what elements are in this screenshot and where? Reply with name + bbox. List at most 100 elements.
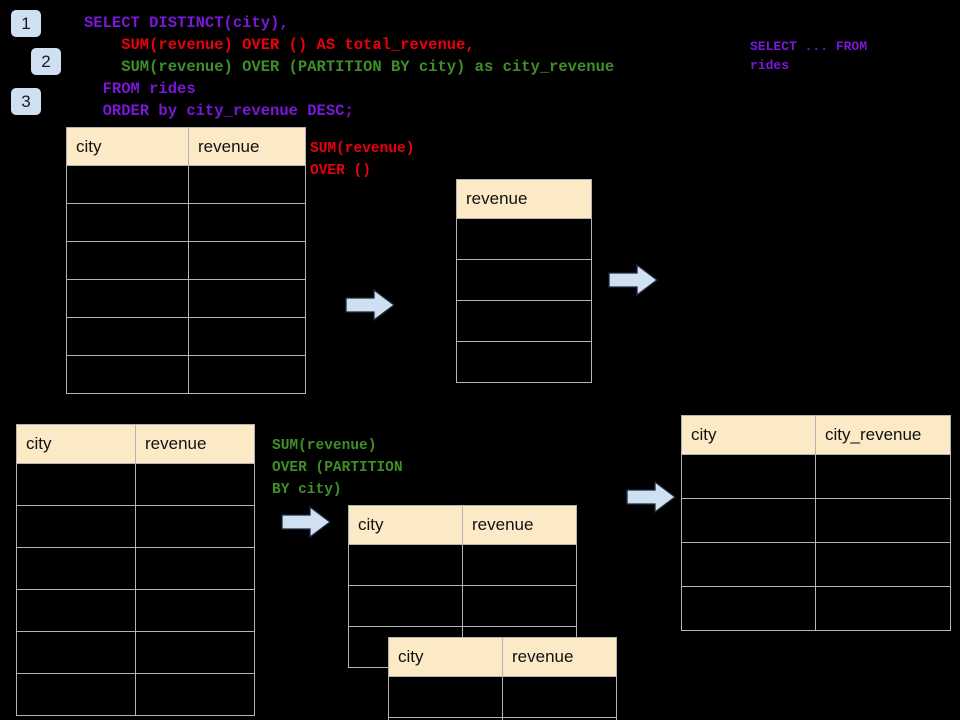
rides-source-table-partitioned: city revenue [16, 424, 255, 716]
table-cell [815, 498, 951, 543]
table-header-row: city revenue [388, 637, 617, 677]
partition-group-table-b: city revenue [388, 637, 617, 720]
table-header-row: city city_revenue [681, 415, 951, 455]
table-row [348, 544, 577, 586]
table-cell [16, 505, 136, 548]
step-badge-3: 3 [11, 88, 41, 115]
arrow-top-right [608, 263, 659, 297]
table-cell [348, 585, 463, 627]
table-cell [16, 463, 136, 506]
result-table: city city_revenue [681, 415, 951, 631]
arrow-top-left [345, 288, 396, 322]
table-row [681, 586, 951, 631]
table-cell [462, 585, 577, 627]
column-header-revenue: revenue [135, 424, 255, 464]
step-badge-2: 2 [31, 48, 61, 75]
table-header-row: city revenue [66, 127, 306, 166]
total-revenue-table: revenue [456, 179, 592, 383]
arrow-bottom-right [626, 480, 677, 514]
table-cell [188, 317, 306, 356]
table-cell [66, 203, 189, 242]
annotation-city-revenue: SUM(revenue) OVER (PARTITION BY city) [272, 438, 403, 498]
sql-line-total-revenue: SUM(revenue) OVER () AS total_revenue, [84, 36, 475, 54]
table-row [16, 631, 255, 674]
rides-source-table: city revenue [66, 127, 306, 394]
table-cell [135, 505, 255, 548]
table-row [456, 341, 592, 383]
table-cell [188, 279, 306, 318]
table-cell [456, 300, 592, 342]
table-row [348, 585, 577, 627]
table-row [16, 505, 255, 548]
table-cell [348, 544, 463, 586]
column-header-city: city [16, 424, 136, 464]
table-cell [815, 454, 951, 499]
annotation-total-revenue: SUM(revenue) OVER () [310, 141, 415, 179]
table-cell [681, 498, 816, 543]
table-row [681, 542, 951, 587]
table-row [456, 300, 592, 342]
table-cell [188, 165, 306, 204]
table-cell [681, 454, 816, 499]
column-header-city: city [388, 637, 503, 677]
sql-line-from-rides: FROM rides [84, 80, 196, 98]
table-cell [135, 631, 255, 674]
column-header-revenue: revenue [502, 637, 617, 677]
table-row [16, 673, 255, 716]
column-header-city-revenue: city_revenue [815, 415, 951, 455]
table-cell [135, 463, 255, 506]
table-cell [16, 631, 136, 674]
sql-line-city-revenue: SUM(revenue) OVER (PARTITION BY city) as… [84, 58, 615, 76]
table-cell [456, 218, 592, 260]
table-row [681, 454, 951, 499]
step-badge-1: 1 [11, 10, 41, 37]
column-header-revenue: revenue [188, 127, 306, 166]
table-cell [388, 676, 503, 718]
column-header-revenue: revenue [462, 505, 577, 545]
table-row [681, 498, 951, 543]
table-cell [681, 542, 816, 587]
table-cell [66, 165, 189, 204]
table-cell [135, 673, 255, 716]
table-cell [66, 279, 189, 318]
table-row [16, 547, 255, 590]
table-row [66, 203, 306, 242]
table-header-row: city revenue [16, 424, 255, 464]
table-cell [815, 586, 951, 631]
table-row [16, 589, 255, 632]
table-cell [188, 241, 306, 280]
table-cell [681, 586, 816, 631]
table-cell [16, 673, 136, 716]
table-cell [188, 203, 306, 242]
table-row [16, 463, 255, 506]
table-row [456, 218, 592, 260]
table-cell [188, 355, 306, 394]
table-cell [502, 676, 617, 718]
table-row [66, 279, 306, 318]
table-cell [135, 589, 255, 632]
table-header-row: revenue [456, 179, 592, 219]
column-header-city: city [348, 505, 463, 545]
table-row [66, 241, 306, 280]
table-cell [462, 544, 577, 586]
table-row [66, 317, 306, 356]
side-note-select-from-rides: SELECT ... FROM rides [750, 39, 868, 73]
table-cell [16, 547, 136, 590]
table-cell [16, 589, 136, 632]
table-row [66, 355, 306, 394]
column-header-city: city [66, 127, 189, 166]
column-header-city: city [681, 415, 816, 455]
table-cell [66, 317, 189, 356]
table-header-row: city revenue [348, 505, 577, 545]
table-cell [66, 355, 189, 394]
table-row [456, 259, 592, 301]
table-row [388, 717, 617, 720]
arrow-bottom-left [281, 505, 332, 539]
table-row [388, 676, 617, 718]
table-cell [135, 547, 255, 590]
table-row [66, 165, 306, 204]
table-cell [815, 542, 951, 587]
sql-line-order-by: ORDER by city_revenue DESC; [84, 102, 354, 120]
table-cell [456, 341, 592, 383]
